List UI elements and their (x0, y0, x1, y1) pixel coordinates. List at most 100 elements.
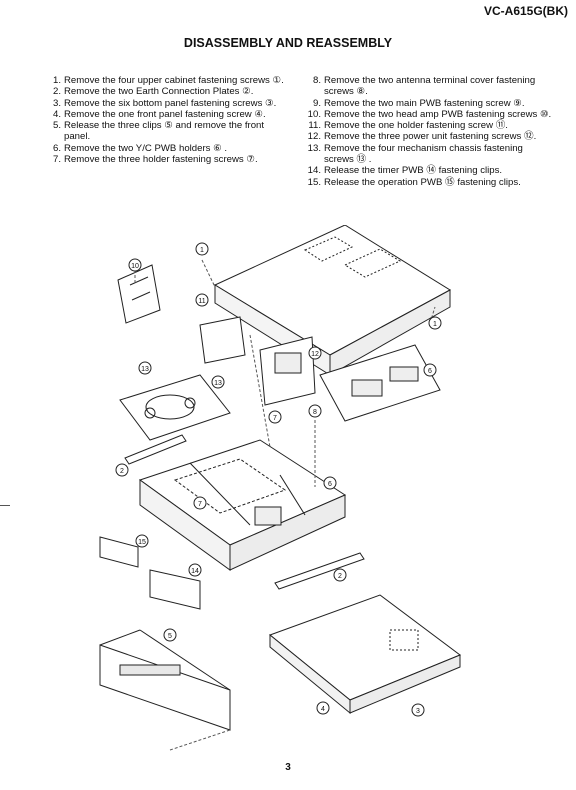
callout-5: 5 (163, 628, 177, 642)
step-number: 10. (307, 108, 321, 120)
step-item: 2.Remove the two Earth Connection Plates… (45, 86, 285, 97)
svg-text:5: 5 (168, 633, 172, 640)
callout-7a: 7 (268, 410, 282, 424)
callout-13b: 13 (211, 375, 225, 389)
step-item: 1.Remove the four upper cabinet fastenin… (45, 75, 285, 86)
callout-11: 11 (195, 293, 209, 307)
callout-12: 12 (308, 346, 322, 360)
callout-2b: 2 (333, 568, 347, 582)
head-amp-bracket (117, 264, 161, 324)
svg-text:15: 15 (138, 539, 146, 546)
step-text: Release the three clips ⑤ and remove the… (64, 120, 265, 143)
front-panel (99, 629, 231, 731)
callout-6b: 6 (323, 476, 337, 490)
callout-8: 8 (308, 404, 322, 418)
step-number: 7. (52, 154, 61, 166)
svg-text:6: 6 (328, 481, 332, 488)
svg-text:6: 6 (428, 368, 432, 375)
step-text: Release the operation PWB ⑮ fastening cl… (324, 176, 521, 188)
step-text: Release the timer PWB ⑭ fastening clips. (324, 165, 503, 177)
svg-text:8: 8 (313, 409, 317, 416)
power-unit (259, 336, 316, 406)
step-number: 15. (307, 176, 321, 188)
svg-text:1: 1 (433, 321, 437, 328)
step-text: Remove the four mechanism chassis fasten… (324, 142, 523, 166)
step-item: 12.Remove the three power unit fastening… (305, 131, 555, 142)
step-text: Remove the two antenna terminal cover fa… (324, 75, 536, 98)
callout-1b: 1 (428, 316, 442, 330)
model-number: VC-A615G(BK) (483, 4, 568, 18)
bottom-panel (268, 594, 462, 715)
callout-7b: 7 (193, 496, 207, 510)
step-text: Remove the one front panel fastening scr… (64, 108, 266, 120)
step-text: Remove the two head amp PWB fastening sc… (324, 108, 552, 120)
callout-4: 4 (316, 701, 330, 715)
page-title: DISASSEMBLY AND REASSEMBLY (183, 36, 393, 50)
step-text: Remove the two main PWB fastening screw … (324, 97, 525, 109)
main-chassis (138, 439, 347, 571)
step-number: 13. (307, 142, 321, 154)
svg-text:1: 1 (200, 247, 204, 254)
step-number: 12. (307, 131, 321, 143)
step-number: 9. (312, 97, 321, 109)
callout-14: 14 (188, 563, 202, 577)
svg-text:2: 2 (120, 468, 124, 475)
step-text: Remove the two Earth Connection Plates ②… (64, 86, 254, 98)
svg-text:13: 13 (141, 366, 149, 373)
step-item: 5.Release the three clips ⑤ and remove t… (45, 120, 285, 143)
step-text: Remove the six bottom panel fastening sc… (64, 97, 277, 109)
step-number: 4. (52, 108, 61, 120)
svg-text:11: 11 (198, 298, 205, 305)
callout-6a: 6 (423, 363, 437, 377)
mechanism-chassis (119, 374, 231, 441)
callout-15: 15 (135, 534, 149, 548)
holder-part (199, 316, 246, 364)
step-item: 10.Remove the two head amp PWB fastening… (305, 109, 555, 120)
steps-left-column: 1.Remove the four upper cabinet fastenin… (45, 75, 285, 165)
svg-text:3: 3 (416, 708, 420, 715)
step-item: 13.Remove the four mechanism chassis fas… (305, 143, 555, 166)
svg-text:12: 12 (311, 351, 319, 358)
svg-text:2: 2 (338, 573, 342, 580)
callout-10: 10 (128, 258, 142, 272)
step-number: 1. (52, 75, 61, 86)
step-number: 14. (307, 165, 321, 177)
step-item: 6.Remove the two Y/C PWB holders ⑥ . (45, 143, 285, 154)
page-number: 3 (285, 762, 291, 773)
step-text: Remove the three power unit fastening sc… (324, 131, 537, 143)
operation-pwb (99, 536, 139, 568)
earth-plate-rails (124, 434, 365, 590)
step-text: Remove the three holder fastening screws… (64, 154, 258, 166)
callout-3: 3 (411, 703, 425, 717)
step-item: 7.Remove the three holder fastening scre… (45, 154, 285, 165)
step-item: 11.Remove the one holder fastening screw… (305, 120, 555, 131)
step-number: 11. (308, 120, 321, 132)
exploded-view-diagram: 1 1 2 2 3 4 5 6 6 7 7 8 9 10 11 12 13 13… (99, 225, 462, 751)
svg-text:14: 14 (191, 568, 199, 575)
step-item: 14.Release the timer PWB ⑭ fastening cli… (305, 165, 555, 176)
margin-mark (0, 505, 10, 506)
step-text: Remove the one holder fastening screw ⑪. (324, 120, 508, 132)
step-text: Remove the two Y/C PWB holders ⑥ . (64, 142, 228, 154)
step-number: 6. (52, 142, 61, 154)
step-text: Remove the four upper cabinet fastening … (64, 75, 284, 86)
svg-text:13: 13 (214, 380, 222, 387)
svg-text:10: 10 (131, 263, 139, 270)
step-number: 2. (52, 86, 61, 98)
callout-2a: 2 (115, 463, 129, 477)
step-item: 8.Remove the two antenna terminal cover … (305, 75, 555, 98)
step-number: 8. (312, 75, 321, 86)
svg-text:4: 4 (321, 706, 325, 713)
timer-pwb (149, 569, 201, 610)
steps-right-column: 8.Remove the two antenna terminal cover … (305, 75, 555, 188)
step-item: 4.Remove the one front panel fastening s… (45, 109, 285, 120)
callout-13a: 13 (138, 361, 152, 375)
step-item: 9.Remove the two main PWB fastening scre… (305, 98, 555, 109)
svg-text:7: 7 (198, 501, 202, 508)
step-number: 3. (52, 97, 61, 109)
step-number: 5. (52, 120, 61, 132)
svg-text:7: 7 (273, 415, 277, 422)
step-item: 3.Remove the six bottom panel fastening … (45, 98, 285, 109)
main-pwb (319, 344, 441, 422)
step-item: 15.Release the operation PWB ⑮ fastening… (305, 177, 555, 188)
